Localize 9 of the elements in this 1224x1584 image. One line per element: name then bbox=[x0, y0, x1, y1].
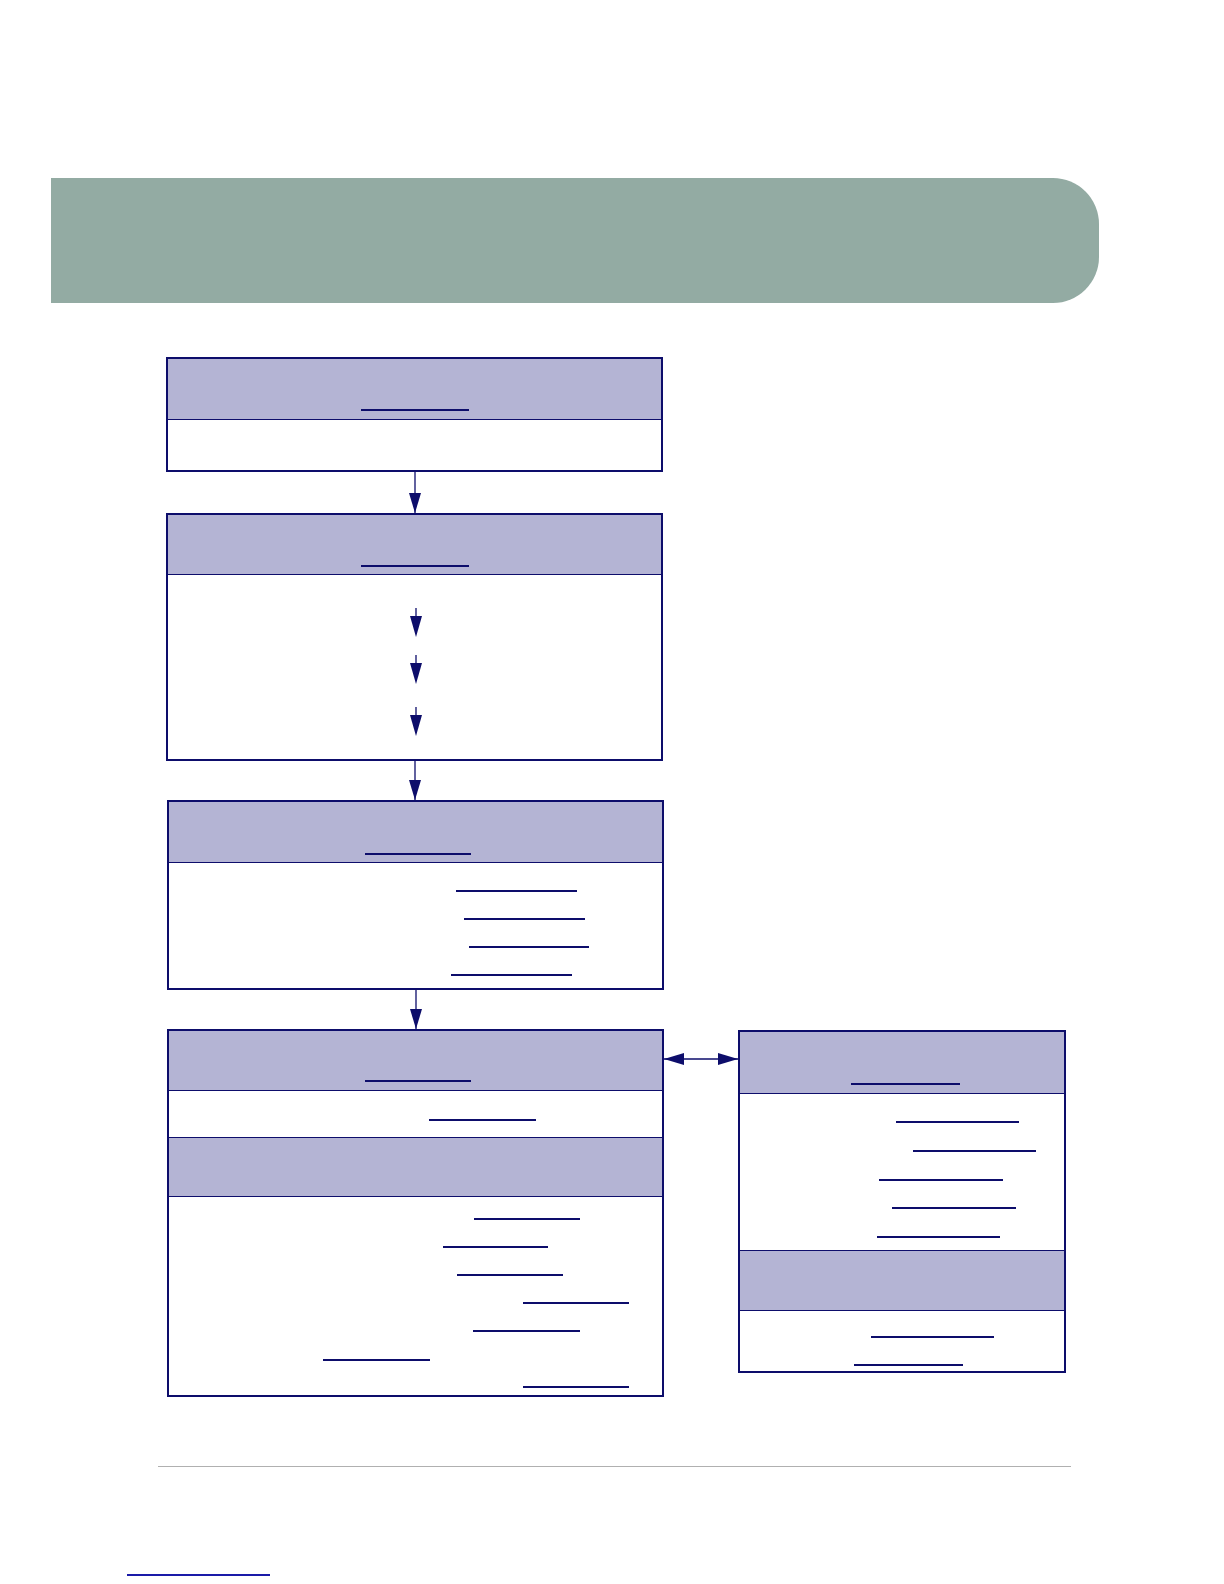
arrow bbox=[409, 760, 421, 801]
arrow bbox=[663, 1053, 739, 1065]
process-box bbox=[166, 513, 663, 761]
process-box bbox=[167, 1029, 664, 1397]
process-box bbox=[167, 800, 664, 990]
arrow bbox=[409, 471, 421, 514]
process-box bbox=[738, 1030, 1066, 1373]
arrow bbox=[410, 989, 422, 1030]
process-box bbox=[166, 357, 663, 472]
